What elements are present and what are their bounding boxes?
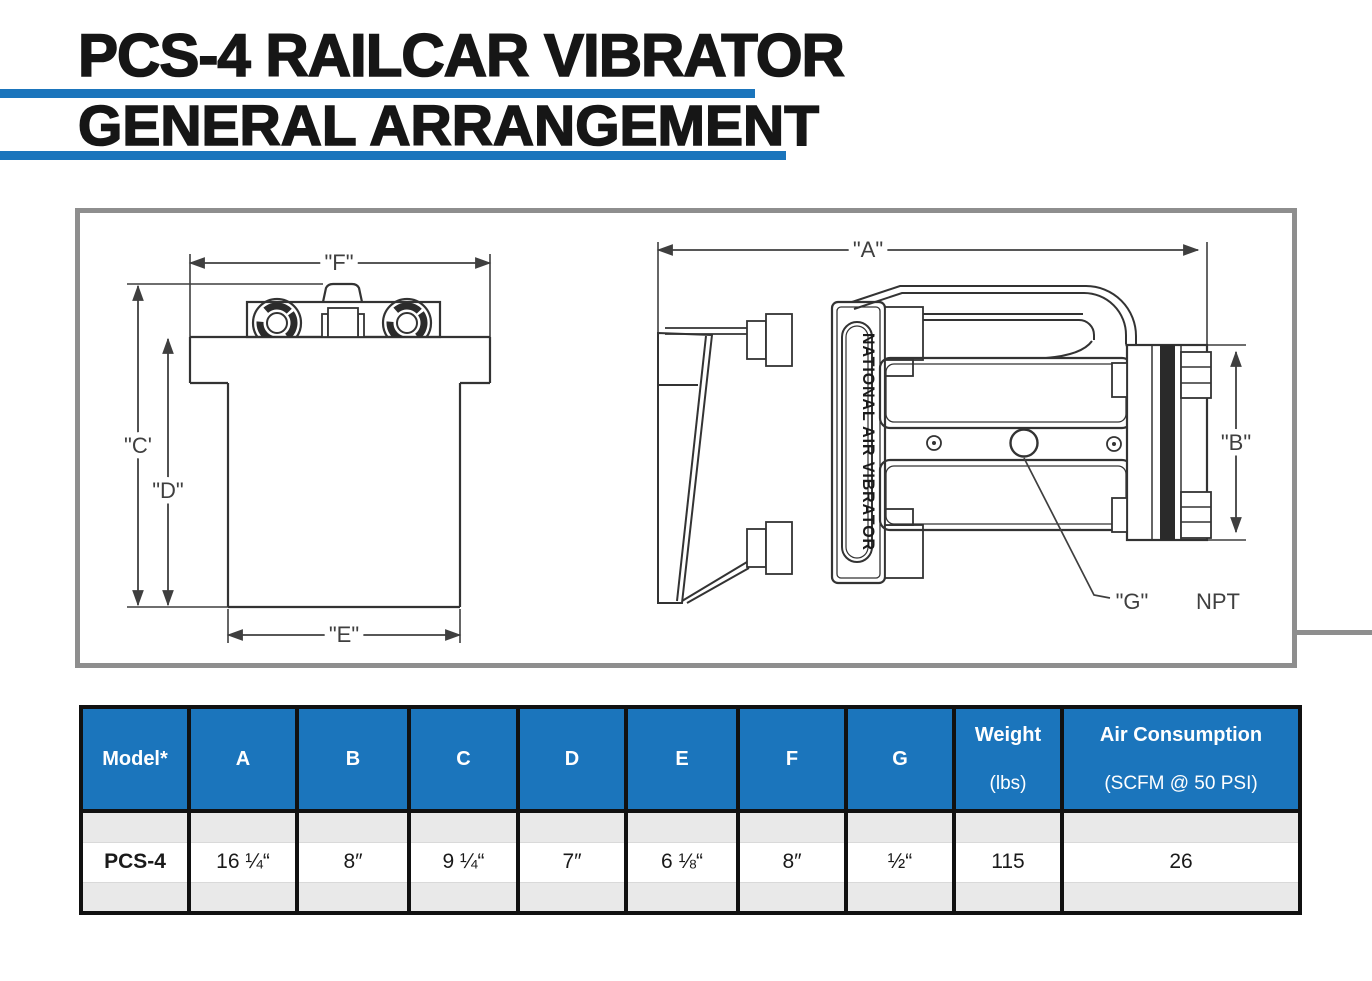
table-cell-a: 16 ¼“ [187, 841, 299, 883]
table-spacer-cell [187, 811, 299, 842]
table-spacer-cell [516, 882, 628, 913]
table-spacer-cell [844, 811, 956, 842]
title-underline-bar [0, 89, 755, 98]
vibrator-housing: NATIONAL AIR VIBRATOR [830, 300, 887, 585]
dim-label-g: "G" [1116, 589, 1149, 614]
dim-label-a: "A" [853, 237, 883, 262]
dim-label-b: "B" [1221, 430, 1251, 455]
table-spacer-cell [736, 811, 848, 842]
table-header-weight: Weight(lbs) [952, 705, 1064, 813]
table-cell-d: 7″ [516, 841, 628, 883]
table-spacer-cell [407, 882, 520, 913]
table-spacer-cell [952, 811, 1064, 842]
table-cell-e: 6 ⅛“ [624, 841, 740, 883]
table-spacer-cell [516, 811, 628, 842]
table-cell-b: 8″ [295, 841, 411, 883]
page-edge-artifact-line [1297, 630, 1372, 635]
table-header-g: G [844, 705, 956, 813]
table-spacer-cell [736, 882, 848, 913]
table-spacer-cell [187, 882, 299, 913]
table-cell-c: 9 ¼“ [407, 841, 520, 883]
table-header-air-consumption: Air Consumption(SCFM @ 50 PSI) [1060, 705, 1302, 813]
table-spacer-cell [79, 811, 191, 842]
table-cell-f: 8″ [736, 841, 848, 883]
table-header-d: D [516, 705, 628, 813]
table-spacer-cell [1060, 811, 1302, 842]
dim-label-c: "C' [124, 433, 152, 458]
dim-label-f: "F" [324, 250, 353, 275]
table-spacer-cell [1060, 882, 1302, 913]
table-cell-air-consumption: 26 [1060, 841, 1302, 883]
table-cell-weight: 115 [952, 841, 1064, 883]
table-spacer-cell [844, 882, 956, 913]
table-cell-g: ½“ [844, 841, 956, 883]
table-spacer-cell [295, 882, 411, 913]
clamp-bolt-bosses [251, 297, 433, 337]
technical-drawing-panel: "F" "C' "D" "E" [75, 208, 1297, 668]
side-view: NATIONAL AIR VIBRATOR [656, 232, 1257, 620]
page-subtitle: GENERAL ARRANGEMENT [77, 94, 820, 158]
table-spacer-cell [624, 811, 740, 842]
table-header-b: B [295, 705, 411, 813]
dim-label-e: "E" [329, 622, 359, 647]
table-header-e: E [624, 705, 740, 813]
air-inlet-port [926, 428, 1122, 458]
dim-label-npt: NPT [1196, 589, 1240, 614]
front-view: "F" "C' "D" "E" [119, 245, 492, 653]
table-spacer-cell [79, 882, 191, 913]
table-spacer-cell [624, 882, 740, 913]
general-arrangement-drawing: "F" "C' "D" "E" [119, 232, 1257, 653]
flange [1111, 343, 1212, 542]
barrel [878, 356, 1134, 532]
page-title: PCS-4 RAILCAR VIBRATOR [77, 22, 845, 89]
g-leader-line [1023, 457, 1111, 599]
subtitle-underline-bar [0, 151, 786, 160]
nameplate [841, 321, 873, 563]
mounting-plate [657, 331, 750, 604]
mounting-bolts [665, 313, 793, 575]
table-cell-model-: PCS-4 [79, 841, 191, 883]
dim-label-d: "D" [152, 478, 184, 503]
table-header-c: C [407, 705, 520, 813]
table-header-a: A [187, 705, 299, 813]
table-spacer-cell [952, 882, 1064, 913]
table-header-model-: Model* [79, 705, 191, 813]
table-header-f: F [736, 705, 848, 813]
table-spacer-cell [407, 811, 520, 842]
table-spacer-cell [295, 811, 411, 842]
nameplate-text: NATIONAL AIR VIBRATOR [859, 333, 877, 551]
